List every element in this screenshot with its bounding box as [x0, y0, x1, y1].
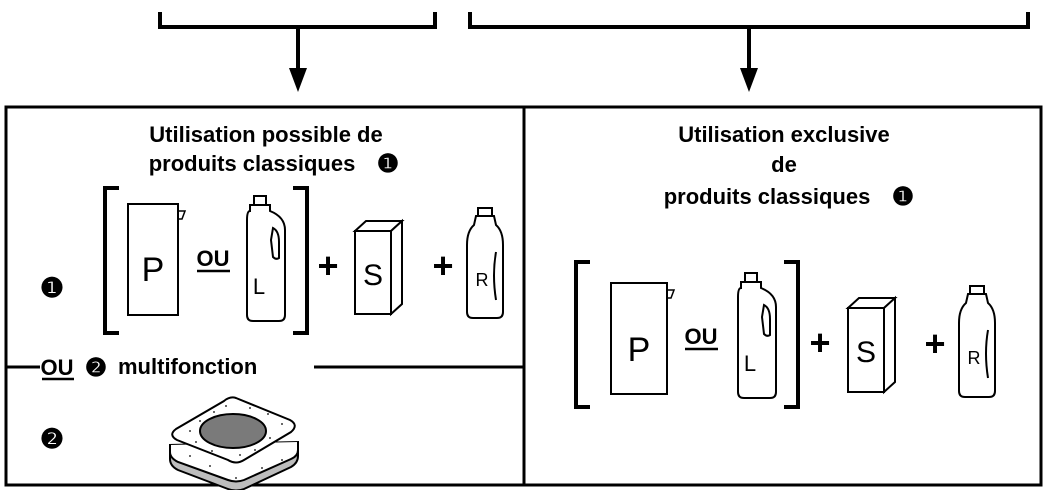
left-panel: Utilisation possible de produits classiq…: [6, 122, 524, 490]
left-title-line1: Utilisation possible de: [149, 122, 382, 147]
right-rinse-letter: R: [968, 348, 981, 368]
right-rinse-bottle-icon: R: [958, 285, 996, 398]
left-divider-label: multifonction: [118, 354, 257, 379]
right-powder-letter: P: [628, 331, 651, 369]
left-salt-letter: S: [363, 259, 383, 292]
left-top-bracket: [158, 12, 437, 29]
top-connectors: [158, 12, 1030, 72]
right-liquid-bottle-icon: L: [737, 272, 777, 399]
right-title-line1: Utilisation exclusive: [678, 122, 890, 147]
right-close-bracket: [784, 260, 800, 409]
right-panel: Utilisation exclusive de produits classi…: [574, 122, 996, 409]
right-open-bracket: [574, 260, 590, 409]
left-rinse-bottle-icon: R: [466, 207, 504, 319]
left-plus-2: +: [432, 245, 453, 286]
right-title-marker: ❶: [892, 183, 914, 211]
right-bracket-group: [574, 260, 800, 409]
right-title-line3: produits classiques: [664, 184, 871, 209]
right-or-word: OU: [685, 324, 718, 349]
left-or-word: OU: [197, 246, 230, 271]
left-plus-1: +: [317, 245, 338, 286]
left-bracket-group: [103, 186, 309, 335]
right-plus-1: +: [809, 322, 830, 363]
left-divider-marker: ❷: [85, 354, 107, 382]
left-salt-box-icon: S: [352, 218, 405, 317]
left-divider-or: OU: [41, 355, 74, 380]
left-open-bracket: [103, 186, 119, 335]
right-salt-box-icon: S: [845, 295, 898, 395]
left-liquid-letter: L: [253, 274, 265, 299]
right-powder-box-icon: P: [610, 282, 676, 395]
multifunction-tablet-icon: [169, 396, 299, 490]
left-rinse-letter: R: [476, 270, 489, 290]
left-arrow-head: [289, 68, 307, 92]
panels-frame: [4, 105, 1043, 487]
left-row2-marker: ❷: [40, 424, 64, 454]
left-powder-box-icon: P: [127, 203, 187, 316]
right-top-bracket: [468, 12, 1030, 29]
right-arrow-head: [740, 68, 758, 92]
left-close-bracket: [293, 186, 309, 335]
left-row1-marker: ❶: [40, 273, 64, 303]
left-title-marker: ❶: [377, 150, 399, 178]
left-liquid-bottle-icon: L: [246, 195, 286, 322]
right-plus-2: +: [924, 323, 945, 364]
left-title-line2: produits classiques: [149, 151, 356, 176]
right-liquid-letter: L: [744, 351, 756, 376]
right-salt-letter: S: [856, 336, 876, 369]
right-title-line2: de: [771, 152, 797, 177]
left-powder-letter: P: [142, 251, 165, 289]
